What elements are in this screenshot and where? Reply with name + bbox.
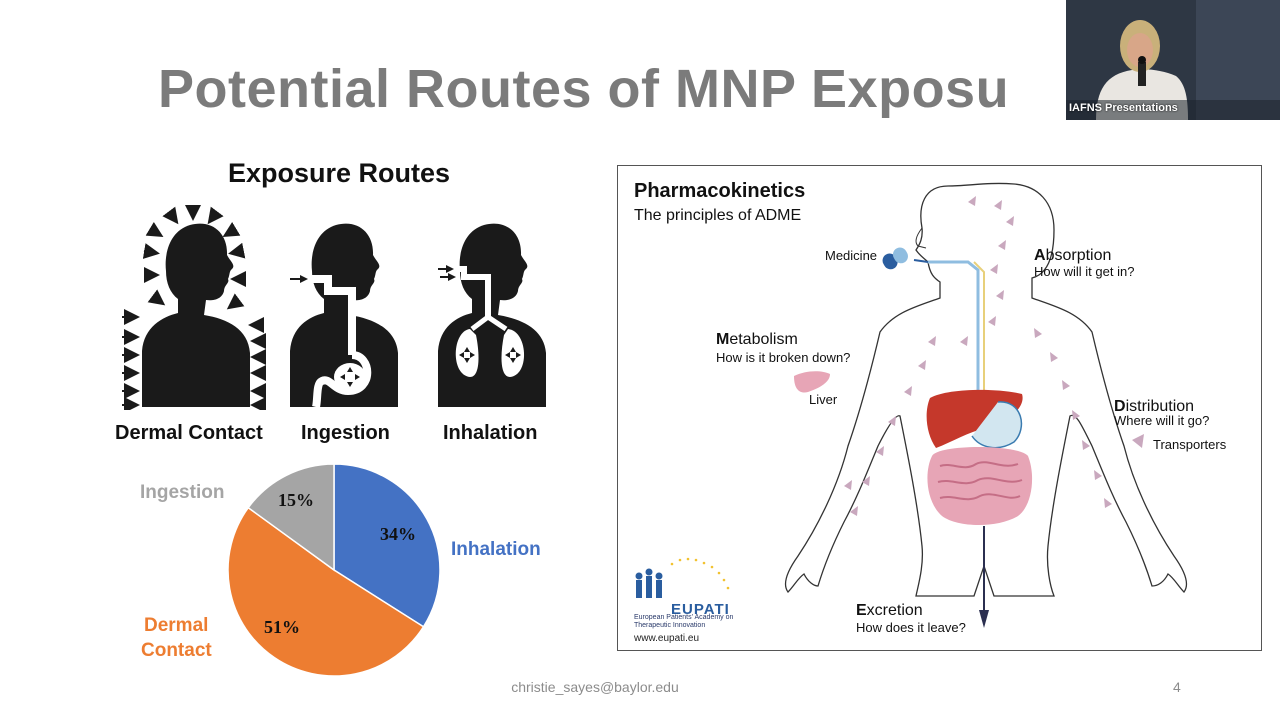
absorption-heading: Absorption [1034,247,1112,264]
pie-pct-dermal: 51% [264,617,300,637]
pie-slice-ingestion [247,463,335,572]
ingestion-label: Ingestion [301,422,390,444]
transporters-label: Transporters [1153,437,1227,452]
exposure-routes-heading: Exposure Routes [227,158,451,188]
inhalation-silhouette [438,223,546,407]
distribution-question: Where will it go? [1114,413,1210,428]
pie-pct-inhalation: 34% [380,524,416,544]
medicine-label: Medicine [825,248,878,263]
pharmacokinetics-subtitle: The principles of ADME [634,207,802,224]
pie-legend-dermal-line1: Dermal [144,615,209,636]
eupati-logo-description: European Patients' Academy on Therapeuti… [634,614,734,629]
liver-label: Liver [809,392,838,407]
eupati-url: www.eupati.eu [634,633,700,644]
inhalation-label: Inhalation [443,422,538,444]
excretion-heading: Excretion [856,602,923,619]
adme-diagram: Pharmacokinetics The principles of ADME … [617,165,1262,651]
ingestion-figure [290,223,398,408]
medicine-capsule-icon [882,247,908,270]
presenter-video-overlay[interactable]: IAFNS Presentations [1066,0,1280,120]
pie-legend-ingestion: Ingestion [140,482,225,503]
distribution-heading: Distribution [1114,398,1195,415]
adme-body-illustration [635,182,1188,628]
excretion-question: How does it leave? [856,620,966,635]
slide-title: Potential Routes of MNP Exposu [158,59,1010,119]
dermal-silhouette [142,223,250,407]
liver-icon [794,371,830,393]
pie-legend-dermal-line2: Contact [141,640,212,661]
dermal-contact-figure [122,205,266,410]
eupati-logo-name: EUPATI [671,601,730,618]
pharmacokinetics-title: Pharmacokinetics [634,180,806,202]
pie-slice-dermal-contact [227,506,425,677]
metabolism-heading: Metabolism [716,331,798,348]
footer-email: christie_sayes@baylor.edu [511,679,679,695]
transporter-icon [1132,434,1144,448]
pie-svg [227,463,441,677]
pie-legend-inhalation: Inhalation [451,539,541,560]
dermal-contact-label: Dermal Contact [115,422,263,444]
presenter-video-feed [1066,0,1280,120]
exposure-pie-chart: 34% 51% 15% [226,462,442,678]
slide-page-number: 4 [1173,679,1181,695]
eupati-logo-icon [635,557,730,598]
inhalation-figure [438,223,546,407]
metabolism-question: How is it broken down? [716,350,851,365]
overlay-label: IAFNS Presentations [1069,102,1178,114]
pie-pct-ingestion: 15% [278,490,314,510]
absorption-question: How will it get in? [1034,264,1135,279]
ingestion-silhouette [290,223,398,407]
